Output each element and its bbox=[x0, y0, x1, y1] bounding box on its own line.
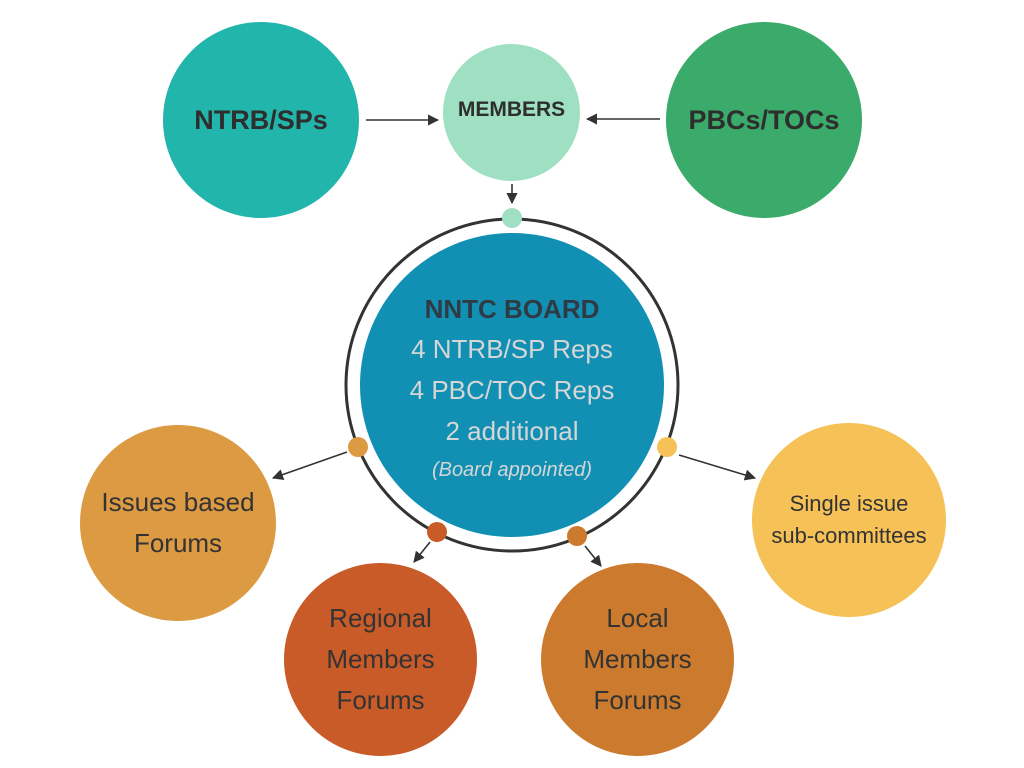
single-label-line-1: Single issue bbox=[789, 491, 909, 516]
issues-based-forums-node: Issues based Forums bbox=[80, 425, 276, 621]
regional-members-forums-node: Regional Members Forums bbox=[284, 563, 477, 756]
ntrb-sps-node: NTRB/SPs bbox=[163, 22, 359, 218]
connector-dot-regional bbox=[427, 522, 447, 542]
local-label-line-1: Local bbox=[606, 603, 669, 633]
board-line-additional: 2 additional bbox=[445, 415, 579, 446]
ntrb-sps-label: NTRB/SPs bbox=[194, 104, 328, 135]
connector-dot-single bbox=[657, 437, 677, 457]
arrow-board-to-issues bbox=[271, 451, 348, 480]
regional-label-line-3: Forums bbox=[336, 685, 425, 715]
arrow-board-to-single bbox=[678, 454, 757, 481]
pbcs-tocs-label: PBCs/TOCs bbox=[688, 104, 840, 135]
nntc-board-node: NNTC BOARD 4 NTRB/SP Reps 4 PBC/TOC Reps… bbox=[360, 233, 664, 537]
board-note: (Board appointed) bbox=[431, 458, 593, 481]
board-title: NNTC BOARD bbox=[424, 293, 600, 324]
board-line-ntrb-reps: 4 NTRB/SP Reps bbox=[411, 333, 613, 364]
connector-dot-members bbox=[502, 208, 522, 228]
connector-dot-issues bbox=[348, 437, 368, 457]
board-line-pbc-reps: 4 PBC/TOC Reps bbox=[409, 374, 615, 405]
local-members-forums-node: Local Members Forums bbox=[541, 563, 734, 756]
arrow-board-to-local bbox=[584, 545, 602, 567]
local-label-line-2: Members bbox=[583, 644, 692, 674]
members-node: MEMBERS bbox=[443, 44, 580, 181]
arrow-board-to-regional bbox=[413, 541, 431, 563]
single-label-line-2: sub-committees bbox=[771, 523, 927, 548]
members-label: MEMBERS bbox=[457, 97, 566, 121]
local-label-line-3: Forums bbox=[593, 685, 682, 715]
regional-label-line-1: Regional bbox=[329, 603, 432, 633]
connector-dot-local bbox=[567, 526, 587, 546]
pbcs-tocs-node: PBCs/TOCs bbox=[666, 22, 862, 218]
issues-label-line-1: Issues based bbox=[101, 487, 255, 517]
regional-label-line-2: Members bbox=[326, 644, 435, 674]
issues-label-line-2: Forums bbox=[133, 528, 223, 558]
single-issue-subcommittees-node: Single issue sub-committees bbox=[752, 423, 946, 617]
